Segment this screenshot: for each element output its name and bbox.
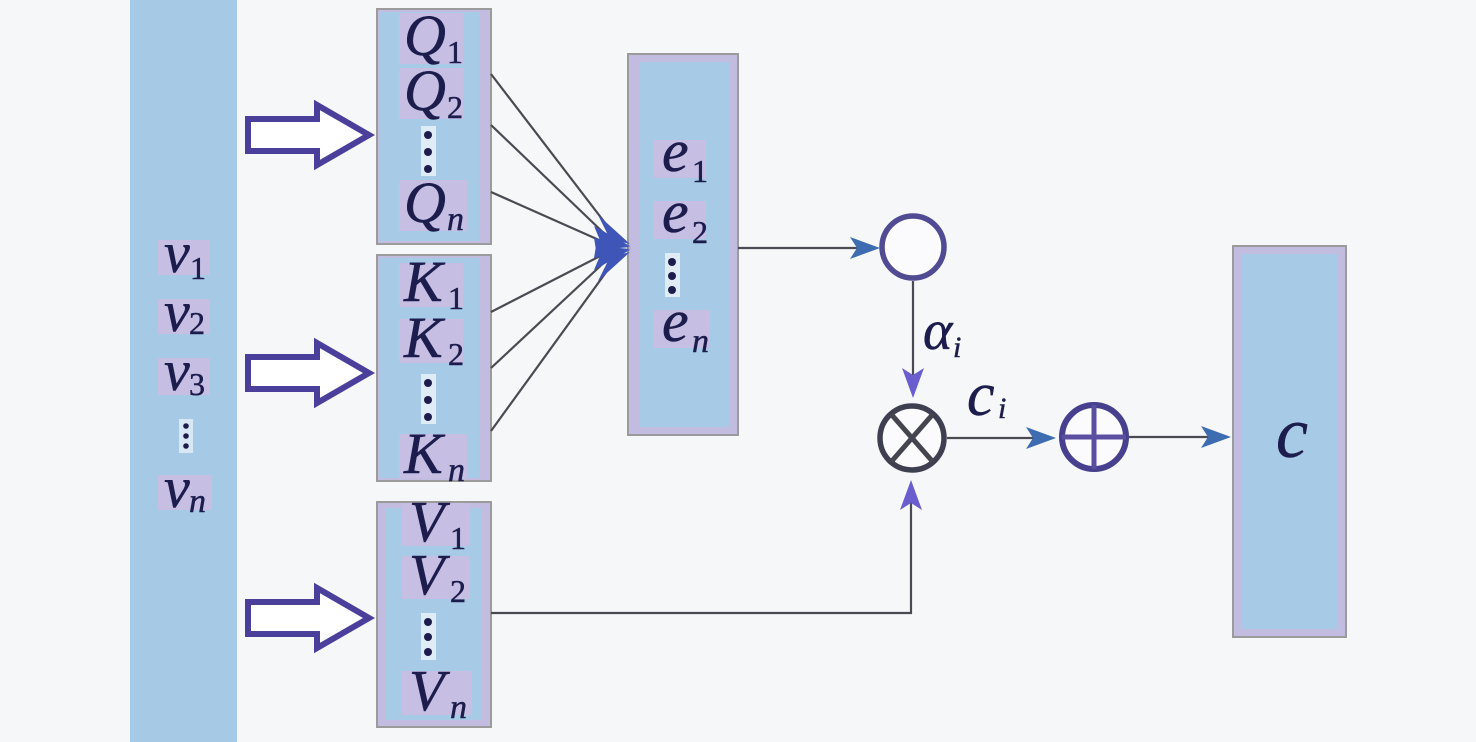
- svg-text:v: v: [164, 338, 190, 403]
- svg-text:e: e: [662, 179, 689, 245]
- svg-text:n: n: [189, 483, 206, 520]
- svg-text:1: 1: [692, 153, 708, 189]
- svg-text:n: n: [450, 689, 467, 726]
- svg-text:v: v: [164, 220, 190, 285]
- svg-text:1: 1: [190, 250, 206, 286]
- svg-text:e: e: [662, 118, 689, 184]
- svg-text:1: 1: [448, 280, 464, 316]
- svg-text:K: K: [403, 305, 446, 370]
- svg-text:c: c: [1276, 393, 1308, 473]
- svg-text:n: n: [448, 452, 465, 489]
- svg-text:Q: Q: [404, 170, 446, 235]
- svg-text:2: 2: [448, 336, 464, 372]
- svg-text:3: 3: [189, 366, 205, 402]
- svg-text:Q: Q: [404, 3, 446, 68]
- svg-text:2: 2: [692, 214, 708, 250]
- svg-text:v: v: [164, 279, 190, 344]
- svg-text:V: V: [409, 658, 451, 723]
- svg-text:n: n: [447, 201, 464, 238]
- svg-text:K: K: [403, 249, 446, 314]
- svg-text:2: 2: [450, 573, 466, 609]
- svg-text:2: 2: [189, 305, 205, 341]
- svg-text:v: v: [164, 455, 190, 520]
- svg-text:n: n: [692, 323, 709, 360]
- svg-text:α: α: [923, 300, 954, 362]
- svg-text:K: K: [403, 421, 446, 486]
- svg-text:e: e: [662, 288, 689, 354]
- svg-text:c: c: [967, 361, 995, 429]
- svg-text:1: 1: [447, 34, 463, 70]
- svg-text:V: V: [409, 489, 451, 554]
- svg-text:i: i: [998, 392, 1006, 425]
- svg-text:i: i: [953, 331, 961, 364]
- svg-text:2: 2: [447, 89, 463, 125]
- svg-text:V: V: [409, 542, 451, 607]
- svg-text:Q: Q: [404, 58, 446, 123]
- svg-text:1: 1: [450, 520, 466, 556]
